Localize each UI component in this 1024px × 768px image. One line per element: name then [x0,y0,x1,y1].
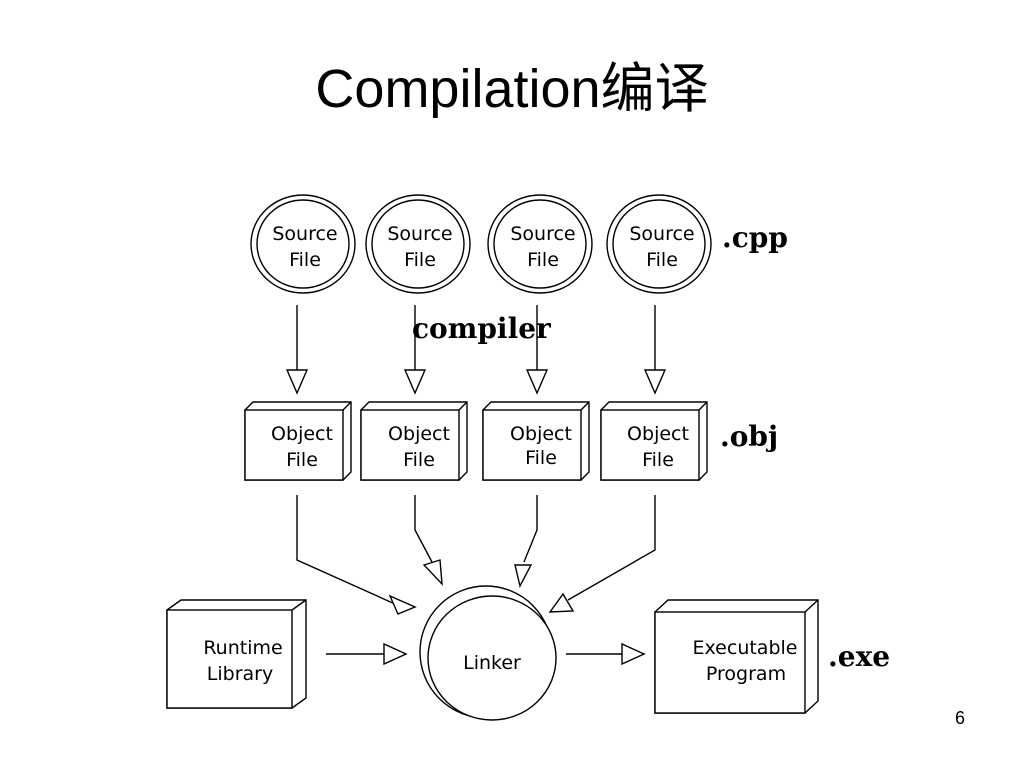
compile-arrow [285,305,309,395]
library-to-linker-arrow [326,642,408,666]
source-file-node: Source File [606,194,712,294]
object-file-label-line2: File [642,449,674,471]
source-file-label-line1: Source [510,223,575,245]
object-file-node: Object File [360,401,468,481]
object-file-label-line2: File [403,449,435,471]
runtime-library-node: Runtime Library [166,599,307,709]
compile-arrow [643,305,667,395]
source-file-label-line2: File [646,249,678,271]
source-file-node: Source File [365,194,471,294]
runtime-library-label-line2: Library [207,663,273,685]
object-file-node: Object File [244,401,352,481]
linker-node: Linker [419,585,557,721]
compile-arrow [525,305,549,395]
source-file-node: Source File [250,194,356,294]
link-arrow [514,495,538,588]
compile-arrow [403,305,427,395]
compiler-label: compiler [412,312,552,345]
executable-program-label-line2: Program [706,663,786,685]
object-file-node: Object File [600,401,708,481]
object-file-label-line1: Object [510,423,572,445]
link-arrow [414,495,443,586]
executable-program-node: Executable Program [654,599,819,714]
link-arrow [296,495,417,615]
cpp-extension-label: .cpp [722,221,788,254]
exe-extension-label: .exe [828,640,890,673]
source-file-label-line1: Source [387,223,452,245]
slide-title: Compilation编译 [315,59,709,119]
obj-extension-label: .obj [720,420,778,453]
object-file-label-line1: Object [388,423,450,445]
object-file-label-line2: File [286,449,318,471]
source-file-label-line2: File [527,249,559,271]
executable-program-label-line1: Executable [693,637,798,659]
source-file-label-line1: Source [629,223,694,245]
linker-to-executable-arrow [566,642,646,666]
page-number: 6 [954,708,965,728]
source-file-label-line1: Source [272,223,337,245]
object-file-label-line1: Object [271,423,333,445]
object-file-node: Object File [482,401,590,481]
linker-label: Linker [463,652,521,674]
source-file-node: Source File [487,194,593,294]
source-file-label-line2: File [404,249,436,271]
link-arrow [548,495,656,613]
runtime-library-label-line1: Runtime [203,637,282,659]
object-file-label-line2: File [525,447,557,469]
source-file-label-line2: File [289,249,321,271]
object-file-label-line1: Object [627,423,689,445]
